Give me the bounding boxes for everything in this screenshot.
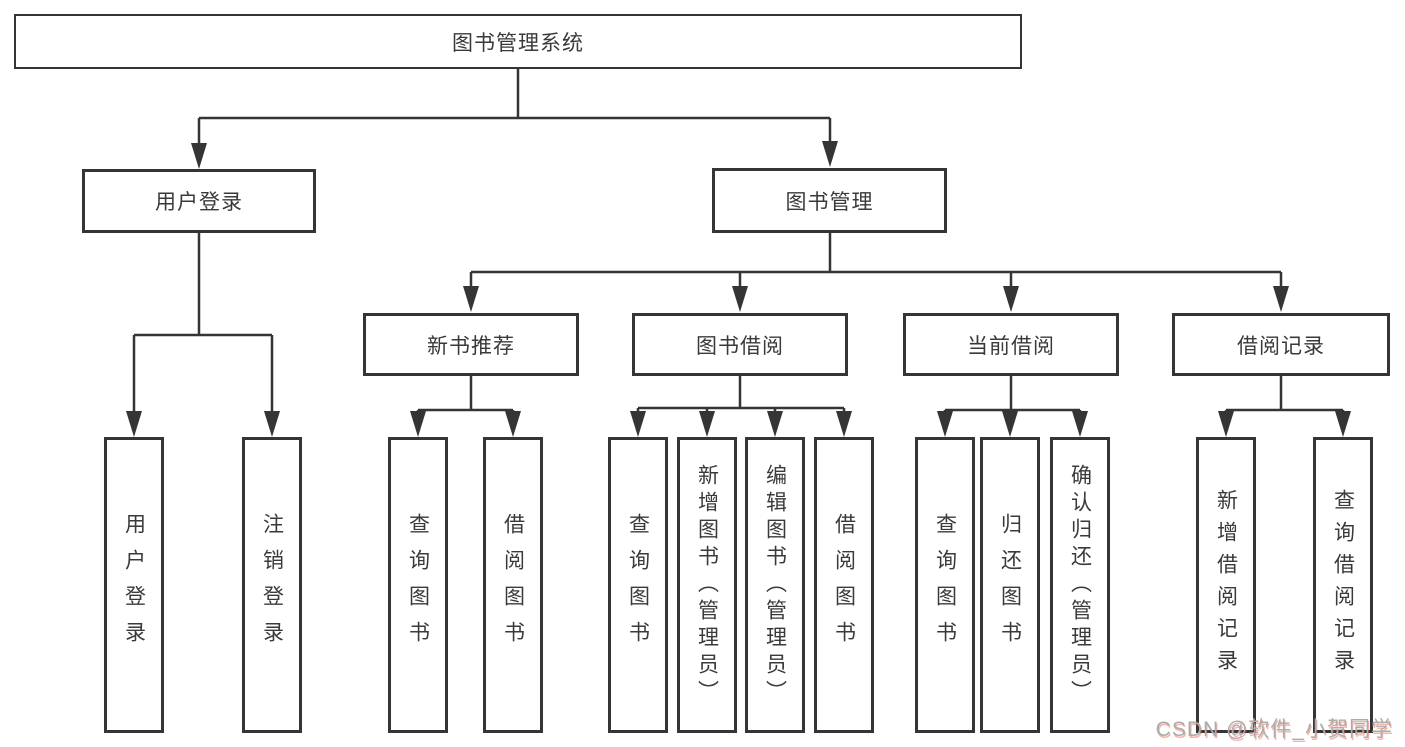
node-book-borrowing: 图书借阅 (632, 313, 848, 376)
leaf-edit-books-admin-label: 编辑图书（管理员） (763, 463, 787, 707)
leaf-borrow-books-1-label: 借阅图书 (501, 513, 525, 657)
leaf-add-books-admin-label: 新增图书（管理员） (695, 463, 719, 707)
leaf-add-borrow-record: 新增借阅记录 (1196, 437, 1256, 733)
leaf-confirm-return-admin-label: 确认归还（管理员） (1068, 463, 1092, 707)
leaf-user-login-label: 用户登录 (122, 513, 146, 657)
leaf-query-borrow-record-label: 查询借阅记录 (1331, 489, 1355, 681)
leaf-query-borrow-record: 查询借阅记录 (1313, 437, 1373, 733)
leaf-user-login: 用户登录 (104, 437, 164, 733)
node-borrowing-records: 借阅记录 (1172, 313, 1390, 376)
leaf-confirm-return-admin: 确认归还（管理员） (1050, 437, 1110, 733)
node-new-book-recommend: 新书推荐 (363, 313, 579, 376)
node-user-login: 用户登录 (82, 169, 316, 233)
leaf-add-books-admin: 新增图书（管理员） (677, 437, 737, 733)
leaf-logout-label: 注销登录 (260, 513, 284, 657)
leaf-borrow-books-1: 借阅图书 (483, 437, 543, 733)
leaf-query-books-3-label: 查询图书 (933, 513, 957, 657)
leaf-return-books-label: 归还图书 (998, 513, 1022, 657)
node-root: 图书管理系统 (14, 14, 1022, 69)
leaf-query-books-1-label: 查询图书 (406, 513, 430, 657)
leaf-query-books-1: 查询图书 (388, 437, 448, 733)
leaf-query-books-2-label: 查询图书 (626, 513, 650, 657)
leaf-borrow-books-2: 借阅图书 (814, 437, 874, 733)
leaf-add-borrow-record-label: 新增借阅记录 (1214, 489, 1238, 681)
leaf-borrow-books-2-label: 借阅图书 (832, 513, 856, 657)
node-current-borrowing: 当前借阅 (903, 313, 1119, 376)
leaf-logout: 注销登录 (242, 437, 302, 733)
leaf-query-books-2: 查询图书 (608, 437, 668, 733)
node-book-management: 图书管理 (712, 168, 947, 233)
leaf-return-books: 归还图书 (980, 437, 1040, 733)
leaf-edit-books-admin: 编辑图书（管理员） (745, 437, 805, 733)
leaf-query-books-3: 查询图书 (915, 437, 975, 733)
csdn-watermark: CSDN @软件_小贺同学 (1155, 718, 1393, 741)
